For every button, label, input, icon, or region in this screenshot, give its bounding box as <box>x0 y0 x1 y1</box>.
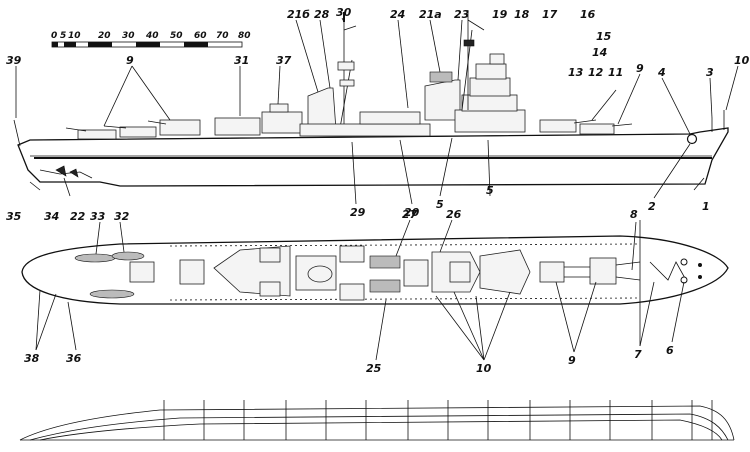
callout-label: 30 <box>336 6 352 19</box>
callout-label: 22 <box>70 210 86 223</box>
callout-label: 9 <box>568 354 576 367</box>
callout-label: 9 <box>636 62 644 75</box>
callout-label: 15 <box>596 30 612 43</box>
callout-label: 36 <box>66 352 82 365</box>
callout-label: 9 <box>126 54 134 67</box>
scale-tick-label: 10 <box>68 31 81 41</box>
deck-outline <box>21 235 729 305</box>
callout-label: 37 <box>276 54 292 67</box>
side-view-labels: 39 9 21б 28 30 24 21а 23 19 18 17 16 15 … <box>6 6 750 223</box>
callout-label: 20 <box>404 206 420 219</box>
scale-tick-label: 40 <box>145 31 159 41</box>
side-elevation <box>13 10 739 205</box>
scale-tick-label: 0 <box>51 31 57 41</box>
callout-label: 21а <box>419 8 442 21</box>
callout-label: 18 <box>514 8 530 21</box>
callout-label: 17 <box>542 8 558 21</box>
scale-tick-label: 70 <box>216 31 229 41</box>
callout-label: 31 <box>234 54 249 67</box>
callout-label: 27 <box>402 208 418 221</box>
scale-bar: 0 5 10 20 30 40 50 60 70 80 <box>51 31 251 48</box>
callout-label: 6 <box>666 344 674 357</box>
callout-label: 3 <box>706 66 714 79</box>
callout-label: 16 <box>580 8 596 21</box>
callout-label: 14 <box>592 46 607 59</box>
callout-label: 5 <box>436 198 444 211</box>
callout-label: 35 <box>6 210 22 223</box>
callout-label: 38 <box>24 352 40 365</box>
callout-label: 24 <box>390 8 405 21</box>
callout-label: 25 <box>366 362 382 375</box>
scale-tick-label: 20 <box>98 31 111 41</box>
callout-label: 11 <box>608 66 623 79</box>
callout-label: 13 <box>568 66 584 79</box>
callout-label: 1 <box>702 200 710 213</box>
scale-tick-label: 50 <box>170 31 183 41</box>
plan-leader-lines <box>35 219 685 361</box>
scale-tick-label: 60 <box>194 31 207 41</box>
frame-stations <box>163 400 713 440</box>
scale-tick-label: 80 <box>238 31 251 41</box>
callout-label: 4 <box>657 66 666 79</box>
callout-label: 7 <box>634 348 642 361</box>
plan-view-labels: 33 32 27 26 8 38 36 25 10 9 7 6 <box>24 208 674 375</box>
callout-label: 8 <box>630 208 638 221</box>
callout-label: 10 <box>734 54 750 67</box>
scale-tick-label: 30 <box>122 31 135 41</box>
side-leader-lines <box>15 17 739 205</box>
callout-label: 34 <box>44 210 59 223</box>
callout-label: 2 <box>648 200 656 213</box>
sheer-lines-view <box>19 400 735 441</box>
callout-label: 10 <box>476 362 492 375</box>
callout-label: 12 <box>588 66 604 79</box>
plan-view <box>21 219 729 361</box>
callout-label: 32 <box>114 210 130 223</box>
callout-label: 23 <box>454 8 470 21</box>
callout-label: 5 <box>486 184 494 197</box>
callout-label: 33 <box>90 210 106 223</box>
callout-label: 28 <box>314 8 330 21</box>
callout-label: 26 <box>446 208 462 221</box>
callout-label: 21б <box>287 8 310 21</box>
callout-label: 29 <box>350 206 366 219</box>
callout-label: 19 <box>492 8 508 21</box>
scale-tick-label: 5 <box>60 31 66 41</box>
callout-label: 39 <box>6 54 22 67</box>
